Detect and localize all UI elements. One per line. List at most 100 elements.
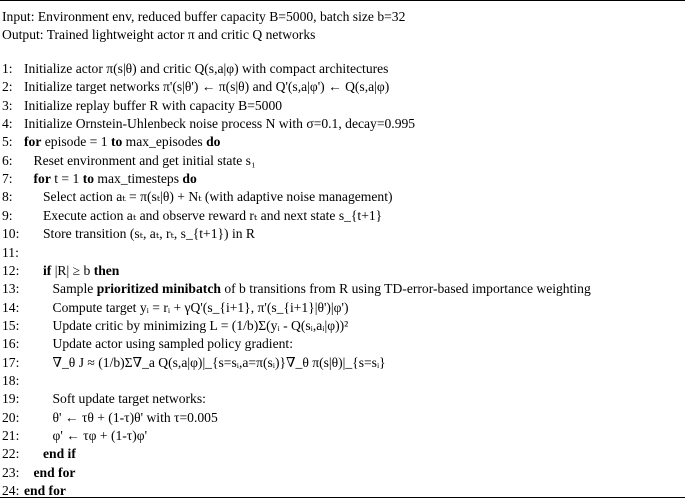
line-number: 8:: [2, 189, 13, 205]
text-segment: of b transitions from R using TD-error-b…: [220, 281, 591, 297]
line-number: 2:: [2, 79, 13, 95]
algorithm-line: 13: Sample prioritized minibatch of b tra…: [2, 279, 591, 298]
algorithm-line: 20: θ' ← τθ + (1-τ)θ' with τ=0.005: [2, 408, 218, 427]
line-text: for t = 1 to max_timesteps do: [24, 171, 197, 186]
text-segment: max_episodes: [122, 134, 207, 150]
algorithm-line: 6:Reset environment and get initial stat…: [2, 151, 256, 170]
keyword: for: [24, 134, 42, 150]
line-text: Soft update target networks:: [24, 391, 206, 406]
text-segment: ∇_θ J ≈ (1/b)Σ∇_a Q(s,a|φ)|_{s=sᵢ,a=π(sᵢ…: [52, 354, 386, 370]
input-line: Input: Environment env, reduced buffer c…: [2, 9, 406, 24]
line-number: 14:: [2, 299, 20, 315]
line-number: 7:: [2, 171, 13, 187]
text-segment: t = 1: [50, 171, 83, 187]
line-number: 12:: [2, 262, 20, 278]
line-number: 9:: [2, 207, 13, 223]
keyword: to: [82, 171, 95, 187]
algorithm-line: 18:: [2, 371, 24, 390]
line-number: 16:: [2, 336, 20, 352]
line-number: 23:: [2, 464, 20, 480]
algorithm-line: 14: Compute target yᵢ = rᵢ + γQ'(s_{i+1},…: [2, 298, 348, 317]
algorithm-line: 17: ∇_θ J ≈ (1/b)Σ∇_a Q(s,a|φ)|_{s=sᵢ,a=π…: [2, 353, 386, 372]
line-number: 19:: [2, 391, 20, 407]
keyword: for: [33, 171, 51, 187]
line-text: end for: [24, 464, 76, 480]
line-number: 5:: [2, 134, 13, 150]
algorithm-line: 3: Initialize replay buffer R with capaci…: [2, 96, 282, 115]
line-number: 10:: [2, 226, 20, 242]
line-text: Reset environment and get initial state …: [24, 153, 256, 168]
algorithm-line: 9: Execute action aₜ and observe reward r…: [2, 206, 382, 225]
algorithm-line: 5: for episode = 1 to max_episodes do: [2, 132, 220, 151]
text-segment: Reset environment and get initial state …: [33, 152, 256, 168]
line-text: Initialize target networks π'(s|θ') ← π(…: [24, 79, 389, 94]
text-segment: Update critic by minimizing L = (1/b)Σ(y…: [52, 317, 349, 333]
line-number: 3:: [2, 97, 13, 113]
line-text: if |R| ≥ b then: [24, 263, 119, 278]
text-segment: episode = 1: [41, 134, 111, 150]
line-text: Execute action aₜ and observe reward rₜ …: [24, 208, 382, 223]
line-number: 24:: [2, 483, 20, 499]
keyword: then: [93, 262, 120, 278]
line-text: Store transition (sₜ, aₜ, rₜ, s_{t+1}) i…: [24, 226, 255, 241]
algorithm-line: 15: Update critic by minimizing L = (1/b)…: [2, 316, 348, 335]
keyword: to: [110, 134, 123, 150]
text-segment: Initialize target networks π'(s|θ') ← π(…: [24, 79, 390, 95]
algorithm-line: 19: Soft update target networks:: [2, 389, 206, 408]
line-text: Update actor using sampled policy gradie…: [24, 336, 293, 351]
text-segment: Select action aₜ = π(sₜ|θ) + Nₜ (with ad…: [43, 189, 393, 205]
algorithm-line: 23: end for: [2, 463, 75, 482]
line-text: end if: [24, 446, 76, 461]
algorithm-line: 24: end for: [2, 481, 66, 500]
text-segment: θ' ← τθ + (1-τ)θ' with τ=0.005: [52, 409, 218, 425]
line-text: for episode = 1 to max_episodes do: [24, 134, 220, 149]
keyword: end for: [33, 464, 76, 480]
algorithm-line: 22: end if: [2, 444, 76, 463]
line-number: 4:: [2, 116, 13, 132]
text-segment: Initialize replay buffer R with capacity…: [24, 97, 283, 113]
algorithm-line: 10: Store transition (sₜ, aₜ, rₜ, s_{t+1}…: [2, 224, 255, 243]
line-text: Initialize replay buffer R with capacity…: [24, 98, 282, 113]
algorithm-line: 21: φ' ← τφ + (1-τ)φ': [2, 426, 147, 445]
line-number: 21:: [2, 428, 20, 443]
line-text: ∇_θ J ≈ (1/b)Σ∇_a Q(s,a|φ)|_{s=sᵢ,a=π(sᵢ…: [24, 355, 386, 370]
line-number: 1:: [2, 61, 13, 76]
line-number: 18:: [2, 372, 20, 388]
algorithm-line: 11:: [2, 243, 24, 262]
algorithm-line: 8: Select action aₜ = π(sₜ|θ) + Nₜ (with …: [2, 187, 393, 206]
line-text: Update critic by minimizing L = (1/b)Σ(y…: [24, 317, 349, 333]
text-segment: Execute action aₜ and observe reward rₜ …: [43, 207, 383, 223]
algorithm-line: 7: for t = 1 to max_timesteps do: [2, 169, 197, 188]
text-segment: max_timesteps: [94, 171, 183, 187]
algorithm-line: 16: Update actor using sampled policy gra…: [2, 334, 293, 353]
line-text: Sample prioritized minibatch of b transi…: [24, 281, 591, 296]
line-number: 17:: [2, 354, 20, 370]
algorithm-line: 1: Initialize actor π(s|θ) and critic Q(s…: [2, 59, 388, 78]
text-segment: Soft update target networks:: [52, 391, 206, 407]
line-text: Initialize actor π(s|θ) and critic Q(s,a…: [24, 61, 388, 76]
algorithm-line: 4: Initialize Ornstein-Uhlenbeck noise pr…: [2, 114, 415, 133]
line-text: Initialize Ornstein-Uhlenbeck noise proc…: [24, 116, 415, 131]
algorithm-line: 2: Initialize target networks π'(s|θ') ← …: [2, 77, 389, 96]
line-text: end for: [24, 483, 66, 498]
line-text: Compute target yᵢ = rᵢ + γQ'(s_{i+1}, π'…: [24, 299, 349, 315]
text-segment: Sample: [52, 281, 97, 297]
text-segment: Initialize actor π(s|θ) and critic Q(s,a…: [24, 61, 389, 76]
line-number: 15:: [2, 317, 20, 333]
line-number: 13:: [2, 281, 20, 297]
text-segment: |R| ≥ b: [51, 262, 94, 278]
line-text: θ' ← τθ + (1-τ)θ' with τ=0.005: [24, 410, 218, 425]
text-segment: Compute target yᵢ = rᵢ + γQ'(s_{i+1}, π'…: [52, 299, 349, 315]
text-segment: Store transition (sₜ, aₜ, rₜ, s_{t+1}) i…: [43, 226, 256, 242]
line-text: φ' ← τφ + (1-τ)φ': [24, 428, 148, 443]
line-number: 11:: [2, 244, 19, 260]
keyword: end for: [24, 483, 66, 499]
line-number: 22:: [2, 446, 20, 462]
keyword: prioritized minibatch: [96, 281, 221, 297]
line-number: 20:: [2, 409, 20, 425]
algorithm-line: 12: if |R| ≥ b then: [2, 261, 119, 280]
line-text: Select action aₜ = π(sₜ|θ) + Nₜ (with ad…: [24, 189, 393, 204]
output-line: Output: Trained lightweight actor π and …: [2, 27, 316, 42]
keyword: do: [182, 171, 197, 187]
